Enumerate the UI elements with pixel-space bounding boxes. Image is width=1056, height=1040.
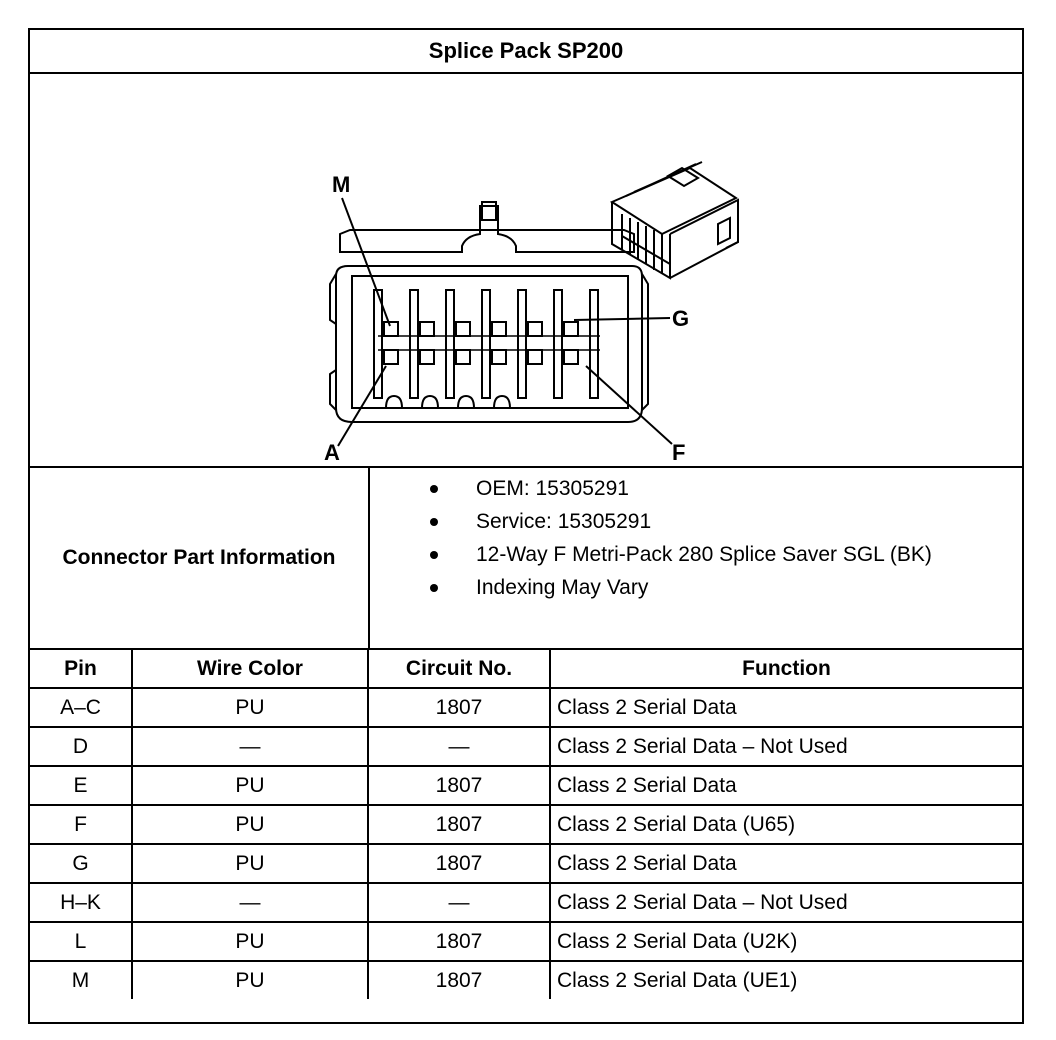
info-item: OEM: 15305291 — [372, 472, 1022, 505]
header-pin: Pin — [30, 650, 133, 689]
key-2 — [421, 394, 439, 409]
page-title: Splice Pack SP200 — [30, 30, 1022, 74]
bullet-icon — [430, 584, 438, 592]
info-item-text: Indexing May Vary — [476, 576, 649, 599]
cell-wire-color: PU — [131, 765, 369, 806]
connector-part-info-list: OEM: 15305291 Service: 15305291 12-Way F… — [372, 472, 1022, 604]
info-item-text: OEM: 15305291 — [476, 477, 629, 500]
header-circuit-no: Circuit No. — [367, 650, 551, 689]
table-row: G PU 1807 Class 2 Serial Data — [30, 843, 1022, 884]
latch-tab — [481, 201, 497, 221]
leader-a — [337, 365, 387, 447]
connector-thumbnail — [609, 161, 739, 280]
connector-figure: M G A F — [30, 74, 1022, 468]
info-item-text: Service: 15305291 — [476, 510, 652, 533]
callout-f: F — [672, 440, 685, 465]
table-row: E PU 1807 Class 2 Serial Data — [30, 765, 1022, 806]
cell-circuit-no: 1807 — [367, 687, 551, 728]
key-4 — [493, 394, 511, 409]
cell-wire-color: PU — [131, 687, 369, 728]
cell-pin: L — [30, 921, 133, 962]
cell-pin: E — [30, 765, 133, 806]
leader-f — [585, 365, 673, 445]
table-row: A–C PU 1807 Class 2 Serial Data — [30, 687, 1022, 728]
left-ear-bottom — [329, 369, 337, 411]
cell-pin: F — [30, 804, 133, 845]
terminal-rails — [378, 335, 600, 351]
cell-pin: M — [30, 960, 133, 999]
cell-wire-color: PU — [131, 921, 369, 962]
cell-function: Class 2 Serial Data – Not Used — [549, 882, 1022, 923]
callout-g: G — [672, 306, 689, 331]
cell-circuit-no: — — [367, 726, 551, 767]
info-item: Indexing May Vary — [372, 571, 1022, 604]
housing-inner — [351, 275, 629, 409]
key-1 — [385, 394, 403, 409]
cell-wire-color: PU — [131, 843, 369, 884]
connector-drawing: M G A F — [324, 161, 739, 465]
bullet-icon — [430, 518, 438, 526]
cavity-dividers — [373, 289, 599, 399]
table-row: F PU 1807 Class 2 Serial Data (U65) — [30, 804, 1022, 845]
header-function: Function — [549, 650, 1022, 689]
cell-wire-color: — — [131, 726, 369, 767]
cell-function: Class 2 Serial Data — [549, 843, 1022, 884]
cell-function: Class 2 Serial Data — [549, 687, 1022, 728]
info-item-text: 12-Way F Metri-Pack 280 Splice Saver SGL… — [476, 543, 932, 566]
table-row: L PU 1807 Class 2 Serial Data (U2K) — [30, 921, 1022, 962]
connector-part-info: Connector Part Information OEM: 15305291… — [30, 468, 1022, 650]
cell-circuit-no: 1807 — [367, 960, 551, 999]
pin-table: Pin Wire Color Circuit No. Function A–C … — [30, 650, 1022, 999]
cell-pin: G — [30, 843, 133, 884]
table-row: H–K — — Class 2 Serial Data – Not Used — [30, 882, 1022, 923]
table-row: M PU 1807 Class 2 Serial Data (UE1) — [30, 960, 1022, 999]
bullet-icon — [430, 485, 438, 493]
callout-m: M — [332, 172, 350, 197]
connector-sheet: Splice Pack SP200 — [28, 28, 1024, 1024]
left-ear-top — [329, 273, 337, 325]
cell-circuit-no: 1807 — [367, 843, 551, 884]
connector-part-info-label: Connector Part Information — [30, 468, 370, 648]
cell-wire-color: — — [131, 882, 369, 923]
cell-pin: H–K — [30, 882, 133, 923]
cell-pin: D — [30, 726, 133, 767]
bullet-icon — [430, 551, 438, 559]
table-row: D — — Class 2 Serial Data – Not Used — [30, 726, 1022, 767]
cell-pin: A–C — [30, 687, 133, 728]
info-item: 12-Way F Metri-Pack 280 Splice Saver SGL… — [372, 538, 1022, 571]
cell-circuit-no: — — [367, 882, 551, 923]
leader-m — [341, 197, 391, 327]
cell-circuit-no: 1807 — [367, 765, 551, 806]
callout-a: A — [324, 440, 340, 465]
leader-g — [573, 317, 671, 321]
cell-function: Class 2 Serial Data (U65) — [549, 804, 1022, 845]
right-ear — [641, 273, 649, 411]
housing-outer — [335, 265, 643, 423]
cell-function: Class 2 Serial Data – Not Used — [549, 726, 1022, 767]
cell-function: Class 2 Serial Data — [549, 765, 1022, 806]
cell-function: Class 2 Serial Data (UE1) — [549, 960, 1022, 999]
key-3 — [457, 394, 475, 409]
info-item: Service: 15305291 — [372, 505, 1022, 538]
cell-circuit-no: 1807 — [367, 804, 551, 845]
latch-outline — [339, 205, 635, 253]
cell-wire-color: PU — [131, 960, 369, 999]
table-header-row: Pin Wire Color Circuit No. Function — [30, 650, 1022, 689]
header-wire-color: Wire Color — [131, 650, 369, 689]
cell-wire-color: PU — [131, 804, 369, 845]
cell-function: Class 2 Serial Data (U2K) — [549, 921, 1022, 962]
cell-circuit-no: 1807 — [367, 921, 551, 962]
